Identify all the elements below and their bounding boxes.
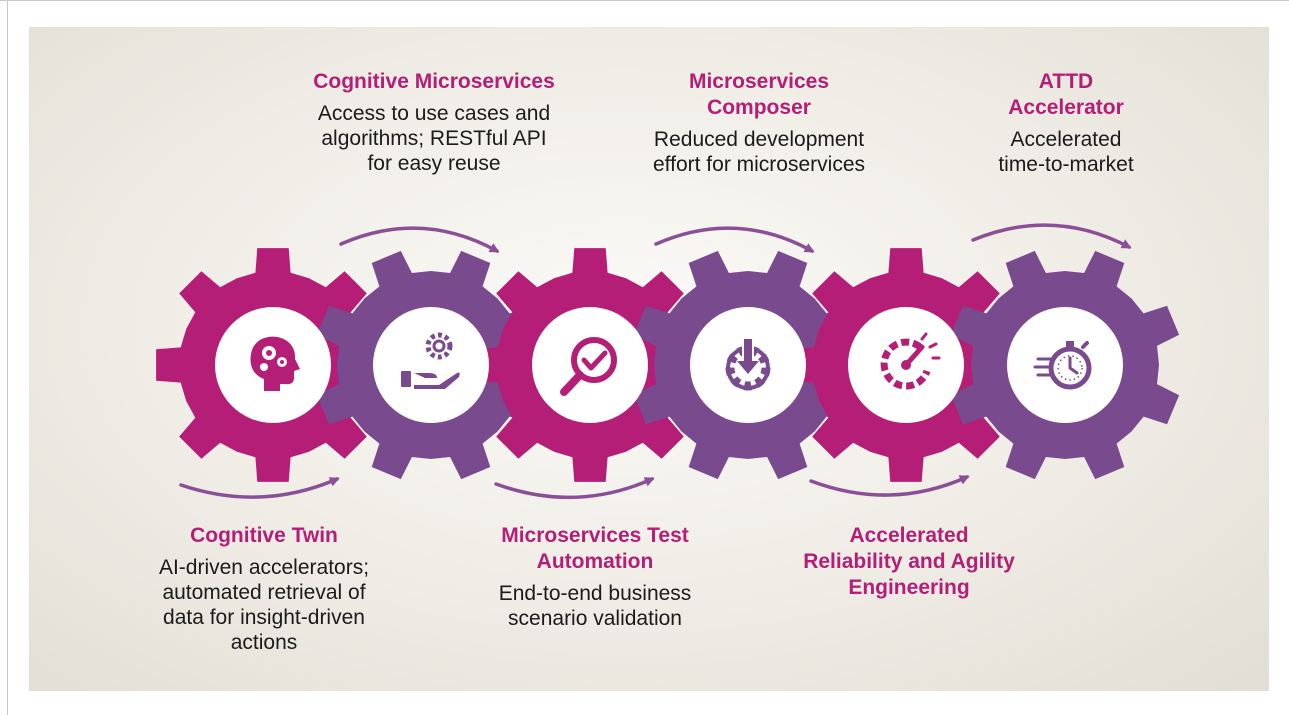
step-label-attd-accelerator: ATTD Accelerator Accelerated time-to-mar… <box>916 69 1216 177</box>
step-label-accelerated-reliability: Accelerated Reliability and Agility Engi… <box>729 523 1089 601</box>
head-gears-icon <box>250 336 300 391</box>
top-border <box>0 0 1289 1</box>
step-description: AI-driven accelerators; automated retrie… <box>158 556 370 654</box>
step-label-cognitive-microservices: Cognitive Microservices Access to use ca… <box>234 69 634 176</box>
left-border <box>7 0 8 715</box>
hand-gear-icon <box>401 332 460 389</box>
stopwatch-icon <box>1033 341 1092 390</box>
gear-chain <box>156 223 1180 500</box>
arrow-top-1 <box>339 226 500 253</box>
arrow-bottom-2 <box>494 477 655 500</box>
step-title: Accelerated Reliability and Agility Engi… <box>803 524 1015 599</box>
arrow-top-3 <box>971 223 1132 249</box>
step-title: Microservices Test Automation <box>501 524 689 573</box>
flow-arrows <box>179 223 1132 500</box>
arrow-bottom-3 <box>809 475 970 497</box>
step-title: Cognitive Twin <box>190 524 338 547</box>
gauge-icon <box>880 332 941 390</box>
step-description: Accelerated time-to-market <box>998 128 1134 176</box>
step-title: Microservices Composer <box>688 70 830 119</box>
step-description: Access to use cases and algorithms; REST… <box>317 102 551 175</box>
step-label-microservices-composer: Microservices Composer Reduced developme… <box>579 69 939 177</box>
magnifier-check-icon <box>560 337 617 396</box>
diagram-panel: Cognitive Twin AI-driven accelerators; a… <box>29 27 1269 691</box>
arrow-top-2 <box>654 226 815 253</box>
step-title: ATTD Accelerator <box>1008 70 1124 119</box>
step-description: Reduced development effort for microserv… <box>653 128 865 176</box>
step-title: Cognitive Microservices <box>313 70 555 93</box>
step-description: End-to-end business scenario validation <box>498 582 692 630</box>
arrow-bottom-1 <box>179 477 340 499</box>
step-label-cognitive-twin: Cognitive Twin AI-driven accelerators; a… <box>84 523 444 655</box>
gear-center-6 <box>1007 307 1123 423</box>
gear-center-2 <box>373 307 489 423</box>
step-label-microservices-test-automation: Microservices Test Automation End-to-end… <box>415 523 775 631</box>
gear-download-icon <box>725 339 771 391</box>
